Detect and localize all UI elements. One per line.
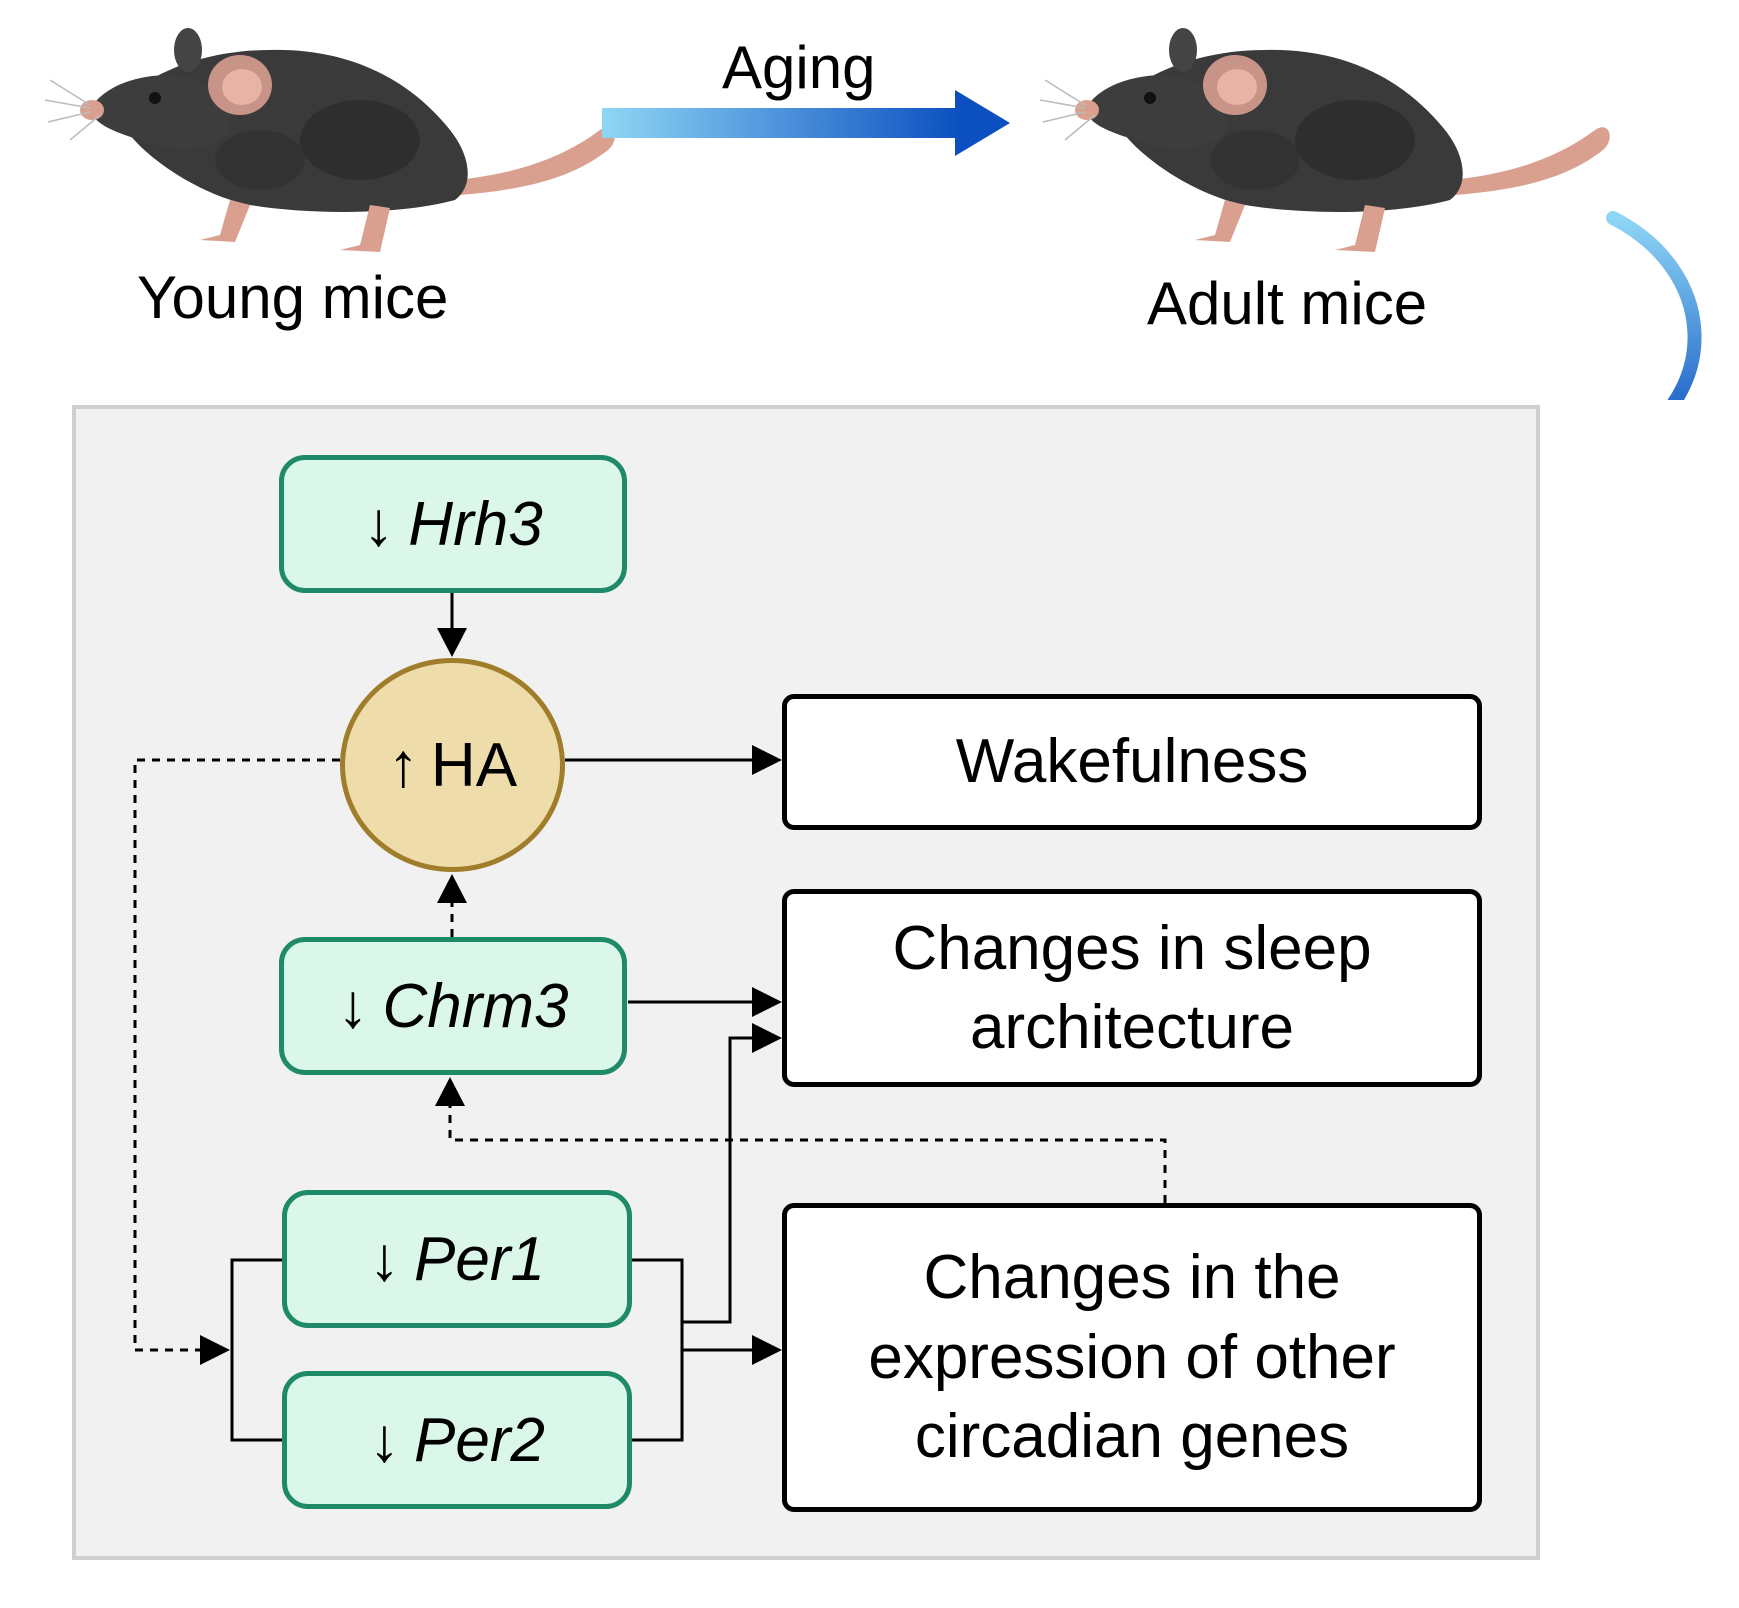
arrowhead-circadian-chrm3 — [435, 1077, 465, 1106]
curved-down-arrow-icon — [1606, 211, 1702, 400]
top-illustrations — [44, 27, 1702, 400]
circadian-line-2: expression of other — [868, 1322, 1396, 1392]
down-arrow-icon: ↓ — [363, 489, 395, 559]
up-arrow-icon: ↑ — [387, 730, 419, 800]
per-to-sleep-line — [682, 1036, 755, 1324]
down-arrow-icon: ↓ — [337, 971, 369, 1041]
arrowhead-ha-per — [200, 1335, 230, 1365]
down-arrow-icon: ↓ — [369, 1405, 401, 1475]
aging-arrow-icon — [602, 90, 1010, 156]
per1-label: Per1 — [414, 1224, 545, 1294]
arrowhead-per-circadian — [752, 1335, 782, 1365]
wakefulness-label: Wakefulness — [955, 727, 1309, 797]
per-right-bracket — [632, 1258, 684, 1442]
arrowhead-chrm3-ha — [437, 874, 467, 903]
circadian-line-1: Changes in the — [923, 1243, 1341, 1313]
arrowhead-hrh3-ha — [437, 628, 467, 657]
arrowhead-wakefulness — [752, 745, 782, 775]
chrm3-node: ↓ Chrm3 — [279, 937, 627, 1075]
per-left-bracket — [230, 1258, 282, 1442]
per2-node: ↓ Per2 — [282, 1371, 632, 1509]
per1-node: ↓ Per1 — [282, 1190, 632, 1328]
circadian-to-chrm3-line — [448, 1100, 1167, 1203]
circadian-line-3: circadian genes — [914, 1402, 1350, 1472]
aging-label: Aging — [722, 34, 876, 101]
ha-node: ↑ HA — [340, 658, 565, 872]
down-arrow-icon: ↓ — [369, 1224, 401, 1294]
ha-to-per-line — [133, 758, 340, 1352]
chrm3-label: Chrm3 — [382, 971, 569, 1041]
sleep-line-2: architecture — [970, 993, 1294, 1062]
arrowhead-per-sleep — [752, 1023, 782, 1053]
sleep-architecture-box: Changes in sleep architecture — [782, 889, 1482, 1087]
adult-mice-label: Adult mice — [1147, 270, 1428, 337]
wakefulness-box: Wakefulness — [782, 694, 1482, 830]
sleep-line-1: Changes in sleep — [892, 913, 1372, 983]
arrowhead-chrm3-sleep — [752, 987, 782, 1017]
hrh3-label: Hrh3 — [408, 489, 543, 559]
per2-label: Per2 — [414, 1405, 545, 1475]
ha-label: HA — [430, 730, 518, 800]
circadian-genes-box: Changes in the expression of other circa… — [782, 1203, 1482, 1512]
hrh3-node: ↓ Hrh3 — [279, 455, 627, 593]
young-mice-label: Young mice — [137, 264, 449, 331]
